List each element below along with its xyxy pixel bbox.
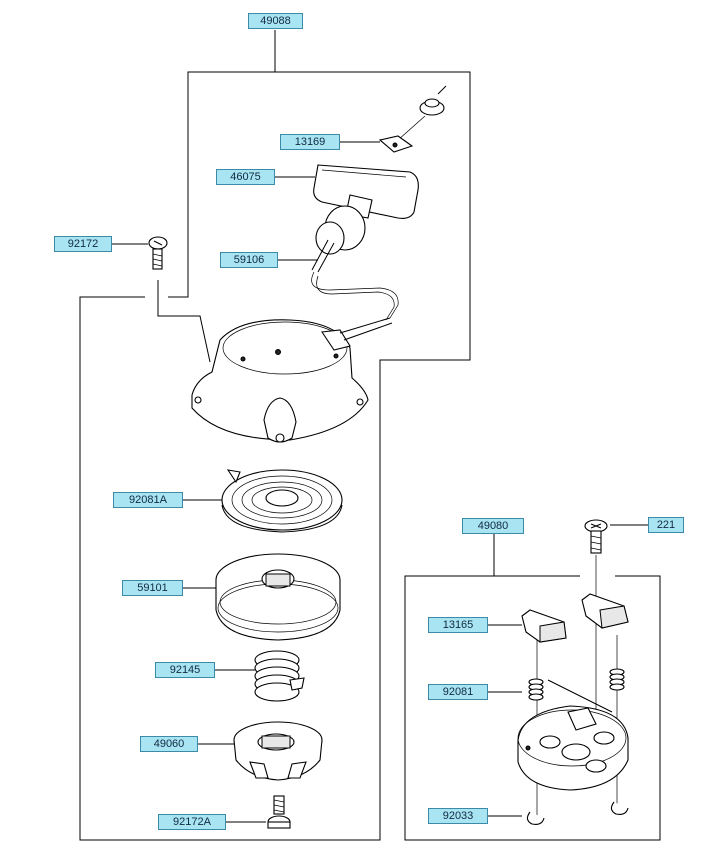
ratchet-49060 <box>233 721 323 781</box>
callout-92145[interactable]: 92145 <box>155 662 215 678</box>
callout-92172A[interactable]: 92172A <box>158 814 226 830</box>
callout-59106[interactable]: 59106 <box>220 252 278 268</box>
callout-49080[interactable]: 49080 <box>462 518 524 534</box>
leader-lines <box>112 141 648 823</box>
clip-92033-right <box>610 801 629 815</box>
pawl-13165-left <box>521 609 567 643</box>
callout-49060[interactable]: 49060 <box>140 736 198 752</box>
spring-92081-left <box>528 678 544 701</box>
starter-rope-59106 <box>311 205 399 321</box>
callout-13165[interactable]: 13165 <box>428 617 488 633</box>
rope-clip-13169 <box>378 135 414 153</box>
callout-59101[interactable]: 59101 <box>122 580 183 596</box>
callout-92033[interactable]: 92033 <box>428 808 488 824</box>
screw-92172 <box>148 236 168 270</box>
ratchet-plate <box>517 679 629 791</box>
callout-46075[interactable]: 46075 <box>216 169 275 185</box>
pulley-59101 <box>215 553 341 641</box>
screw-221 <box>584 519 608 554</box>
recoil-spring-92081A <box>221 469 343 533</box>
callout-92081A[interactable]: 92081A <box>113 492 183 508</box>
clip-92033-left <box>526 811 545 825</box>
callout-92081[interactable]: 92081 <box>428 684 488 700</box>
rope-end-knot <box>397 85 447 141</box>
spring-92081-right <box>609 668 625 691</box>
starter-housing <box>191 317 393 443</box>
callout-221[interactable]: 221 <box>648 517 684 533</box>
group-49088-bracket <box>79 30 471 841</box>
screw-92172A <box>267 795 291 829</box>
callout-49088[interactable]: 49088 <box>248 13 303 29</box>
group-49080-bracket <box>404 534 661 841</box>
spring-92145 <box>254 650 305 702</box>
starter-handle-46075 <box>313 164 419 219</box>
pawl-13165-right <box>581 593 629 629</box>
callout-13169[interactable]: 13169 <box>280 134 340 150</box>
callout-92172[interactable]: 92172 <box>54 236 112 252</box>
